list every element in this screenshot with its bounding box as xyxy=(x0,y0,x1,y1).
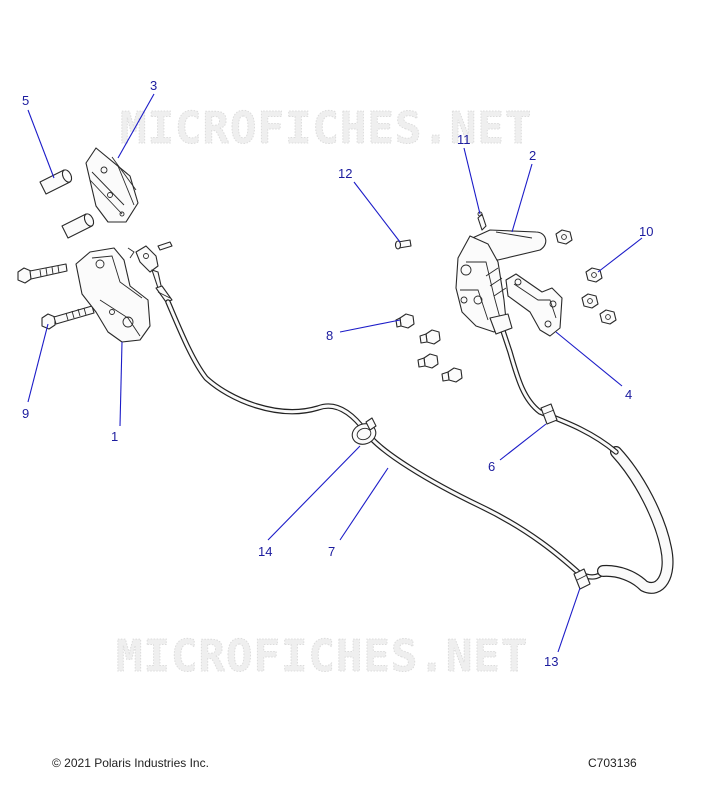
part-3-link-plates[interactable] xyxy=(85,147,139,223)
watermark-top: MICROFICHES.NET xyxy=(120,103,532,154)
part-9-bolt-lower[interactable] xyxy=(41,305,95,330)
callout-8: 8 xyxy=(326,328,333,343)
part-12-clevis-pin[interactable] xyxy=(394,239,412,250)
callout-13: 13 xyxy=(544,654,558,669)
part-5-pin[interactable] xyxy=(39,168,73,195)
part-9-bolt-upper[interactable] xyxy=(17,263,68,284)
part-13-hose-clip[interactable] xyxy=(573,568,591,590)
part-10-nut-1[interactable] xyxy=(555,229,573,245)
callout-6: 6 xyxy=(488,459,495,474)
part-10-nut-3[interactable] xyxy=(581,293,599,309)
callout-10: 10 xyxy=(639,224,653,239)
part-1-pedal-bracket[interactable] xyxy=(75,247,151,343)
part-6-cable-clip[interactable] xyxy=(540,403,558,425)
callout-2: 2 xyxy=(529,148,536,163)
cable-clevis[interactable] xyxy=(127,241,173,303)
part-8-bolt-2[interactable] xyxy=(419,329,441,345)
copyright-notice: © 2021 Polaris Industries Inc. xyxy=(52,756,209,770)
pivot-pin[interactable] xyxy=(61,212,95,239)
callout-3: 3 xyxy=(150,78,157,93)
callout-4: 4 xyxy=(625,387,632,402)
callout-9: 9 xyxy=(22,406,29,421)
callout-7: 7 xyxy=(328,544,335,559)
part-2-handbrake-lever[interactable] xyxy=(455,229,547,335)
part-4-mounting-bracket[interactable] xyxy=(505,273,563,337)
watermark-bottom: MICROFICHES.NET xyxy=(116,631,528,682)
part-7-brake-cable[interactable] xyxy=(165,299,674,594)
part-8-bolt-1[interactable] xyxy=(395,313,415,329)
part-8-bolt-4[interactable] xyxy=(441,367,463,383)
callout-1: 1 xyxy=(111,429,118,444)
leader-lines xyxy=(27,93,643,653)
part-8-bolt-3[interactable] xyxy=(417,353,439,369)
callout-12: 12 xyxy=(338,166,352,181)
callout-5: 5 xyxy=(22,93,29,108)
part-11-cotter-pin[interactable] xyxy=(477,211,487,231)
part-14-cable-clamp[interactable] xyxy=(349,417,378,448)
drawing-number: C703136 xyxy=(588,756,637,770)
part-10-nut-4[interactable] xyxy=(599,309,617,325)
callout-14: 14 xyxy=(258,544,272,559)
callout-11: 11 xyxy=(457,132,471,147)
